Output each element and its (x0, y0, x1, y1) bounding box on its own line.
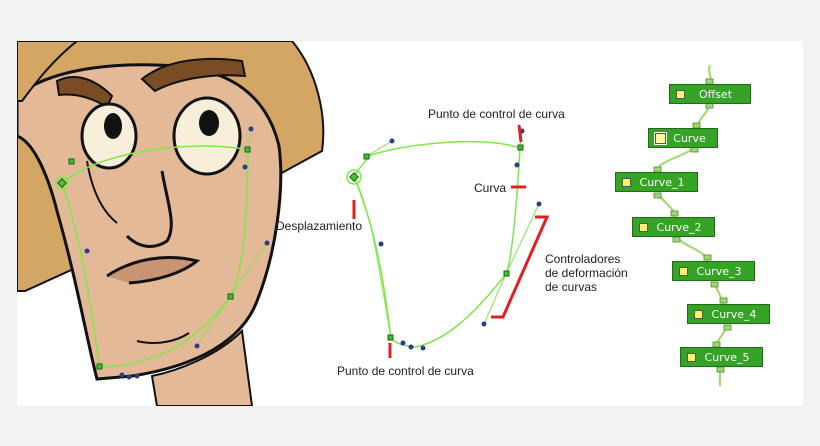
node-curve-4[interactable]: Curve_4 (687, 304, 770, 324)
illustration-canvas (17, 41, 732, 406)
label-offset: Desplazamiento (276, 219, 363, 233)
isolated-handle-line (366, 140, 393, 157)
face-offset-point (57, 178, 67, 188)
isolated-handle (536, 201, 542, 207)
callout-controllers-bracket (491, 215, 550, 319)
isolated-handle-line (505, 203, 540, 275)
node-ports (653, 78, 732, 373)
label-controllers-line: de deformación (545, 266, 628, 280)
node-name: Curve_5 (704, 350, 750, 364)
node-curve[interactable]: Curve (648, 128, 718, 148)
isolated-handle (420, 345, 426, 351)
label-control-point-bottom: Punto de control de curva (337, 364, 474, 378)
isolated-control-point (387, 334, 394, 341)
node-name: Offset (698, 87, 733, 101)
label-controllers: Controladores de deformación de curvas (545, 252, 628, 294)
node-toggle-icon[interactable] (694, 309, 703, 319)
label-curve: Curva (474, 181, 507, 195)
face-control-point (227, 293, 234, 300)
face-handle-line (196, 296, 231, 347)
node-toggle-icon[interactable] (687, 352, 696, 362)
face-handle (134, 373, 140, 379)
face-handle (248, 126, 254, 132)
label-controllers-line: Controladores (545, 252, 621, 266)
left-pupil (104, 113, 122, 139)
node-name: Curve (673, 131, 706, 145)
node-toggle-icon[interactable] (679, 266, 688, 276)
node-toggle-icon[interactable] (654, 131, 667, 145)
isolated-handle (389, 138, 395, 144)
chin-line (136, 332, 190, 344)
isolated-handle (408, 344, 414, 350)
node-wire (676, 236, 708, 262)
isolated-control-point (503, 270, 510, 277)
face-handle (119, 372, 125, 378)
cheek-line (86, 160, 118, 224)
right-eye (172, 96, 242, 176)
node-offset[interactable]: Offset (669, 84, 751, 104)
isolated-offset-ring (346, 169, 362, 185)
face-handle (126, 374, 132, 380)
node-wire (656, 146, 695, 172)
right-eyebrow (140, 57, 247, 93)
node-port (719, 297, 728, 304)
node-toggle-icon[interactable] (622, 177, 631, 187)
face-handle (264, 240, 270, 246)
face-handle (194, 343, 200, 349)
face-control-point (244, 146, 251, 153)
node-name: Curve_4 (711, 307, 757, 321)
character-face (17, 41, 325, 406)
face-deformation-curve (55, 126, 270, 380)
mouth-line (106, 256, 201, 285)
neck (150, 328, 254, 406)
face-control-point (68, 158, 75, 165)
node-port (670, 210, 679, 217)
node-name: Curve_2 (656, 220, 702, 234)
face-handle-line (229, 242, 268, 298)
isolated-curve-inner (353, 176, 392, 339)
node-port (716, 366, 725, 373)
illustration-panel: Punto de control de curva Curva Desplaza… (17, 41, 803, 406)
isolated-control-point (363, 153, 370, 160)
node-port (703, 254, 712, 261)
nose-line (125, 170, 173, 248)
node-curve-5[interactable]: Curve_5 (680, 347, 763, 367)
hair-strand (17, 41, 79, 102)
node-port (672, 236, 681, 243)
callout-markers (352, 124, 550, 358)
node-curve-1[interactable]: Curve_1 (615, 172, 698, 192)
isolated-handle-line (483, 273, 507, 325)
isolated-handle (378, 241, 384, 247)
label-controllers-line: de curvas (545, 280, 598, 294)
node-name: Curve_1 (639, 175, 685, 189)
callout-control-point-top (517, 124, 523, 143)
node-curve-3[interactable]: Curve_3 (672, 261, 755, 281)
face-control-point (96, 363, 103, 370)
node-port (653, 192, 662, 199)
node-toggle-icon[interactable] (676, 89, 685, 99)
isolated-handle (400, 340, 406, 346)
right-pupil (199, 110, 219, 136)
isolated-handle (481, 321, 487, 327)
label-control-point-top: Punto de control de curva (428, 107, 565, 121)
face-handle (242, 164, 248, 170)
isolated-curve-diagram (346, 128, 542, 351)
node-port (710, 281, 719, 288)
face-offset-ring (55, 176, 69, 190)
node-curve-2[interactable]: Curve_2 (632, 217, 715, 237)
isolated-offset-point (349, 172, 359, 182)
isolated-control-point (517, 144, 524, 151)
face-handle (84, 248, 90, 254)
isolated-handle (514, 162, 520, 168)
left-eyebrow (55, 76, 114, 109)
node-port (723, 324, 732, 331)
node-toggle-icon[interactable] (639, 222, 648, 232)
node-name: Curve_3 (696, 264, 742, 278)
